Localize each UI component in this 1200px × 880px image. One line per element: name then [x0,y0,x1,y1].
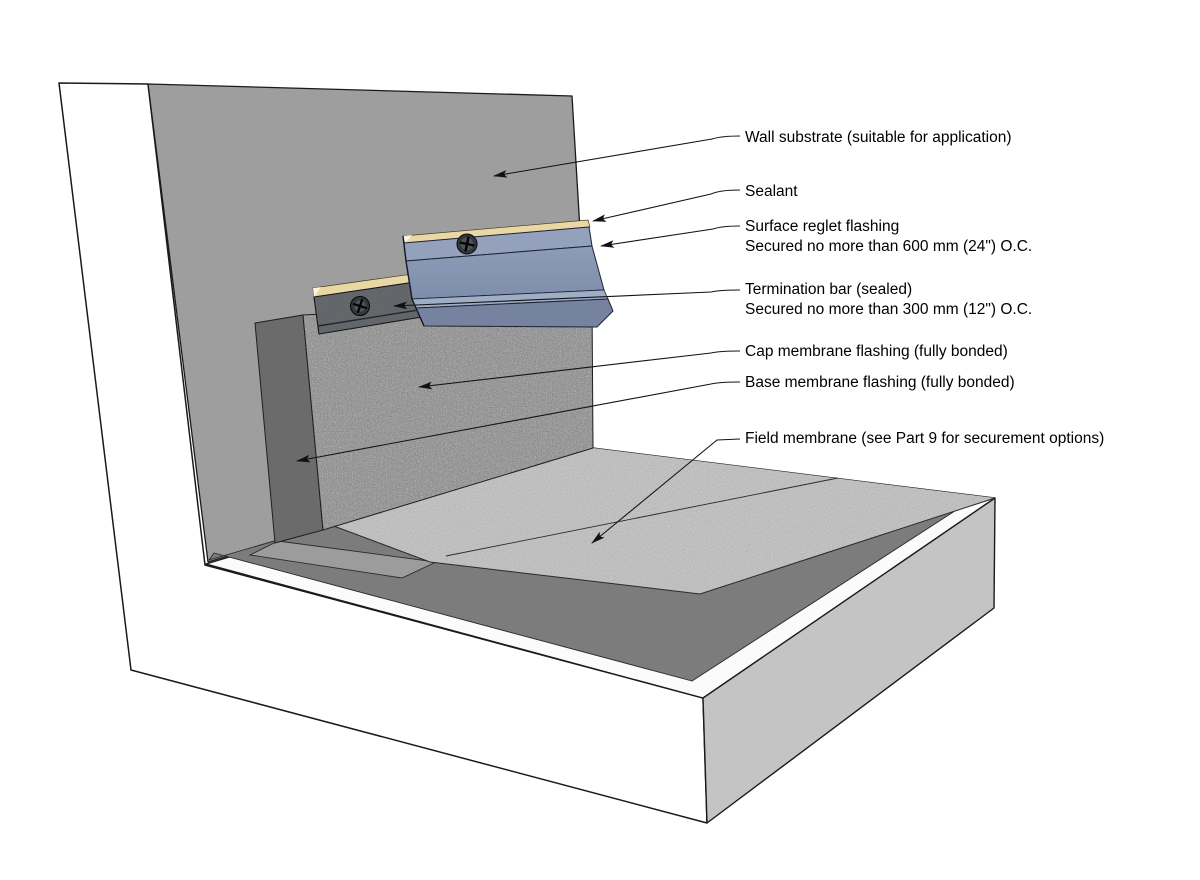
leader-base-membrane [296,381,741,463]
label-cap-membrane: Cap membrane flashing (fully bonded) [745,343,1008,360]
reglet-screw-icon [456,233,478,255]
leader-wall-substrate [493,135,741,178]
label-base-membrane: Base membrane flashing (fully bonded) [745,374,1015,391]
leader-lines [296,135,741,544]
roof-deck-side-face [702,497,996,824]
surface-reglet-flashing [402,219,614,328]
labels: Wall substrate (suitable for application… [745,129,1104,447]
termination-bar-sealant-tip [313,287,321,297]
label-field-membrane: Field membrane (see Part 9 for securemen… [745,430,1104,447]
termination-bar-screw-icon [350,296,370,316]
leader-sealant [592,189,741,222]
field-membrane-seam [445,477,839,557]
reglet-sealant-tip [403,235,412,243]
leader-termination-bar [393,289,741,310]
label-sealant: Sealant [745,183,798,200]
label-surface-reglet-line2: Secured no more than 600 mm (24") O.C. [745,238,1032,255]
leader-field-membrane [591,438,741,544]
base-sheet-corner [248,540,438,579]
leader-surface-reglet [600,225,741,248]
leader-cap-membrane [418,350,741,390]
reglet-left-end-profile [402,235,425,327]
wall-membranes [254,299,594,544]
label-termination-bar: Termination bar (sealed) [745,281,912,298]
label-termination-bar-line2: Secured no more than 300 mm (12") O.C. [745,301,1032,318]
label-surface-reglet: Surface reglet flashing [745,218,899,235]
label-wall-substrate: Wall substrate (suitable for application… [745,129,1012,146]
field-membrane-edge [330,497,996,595]
